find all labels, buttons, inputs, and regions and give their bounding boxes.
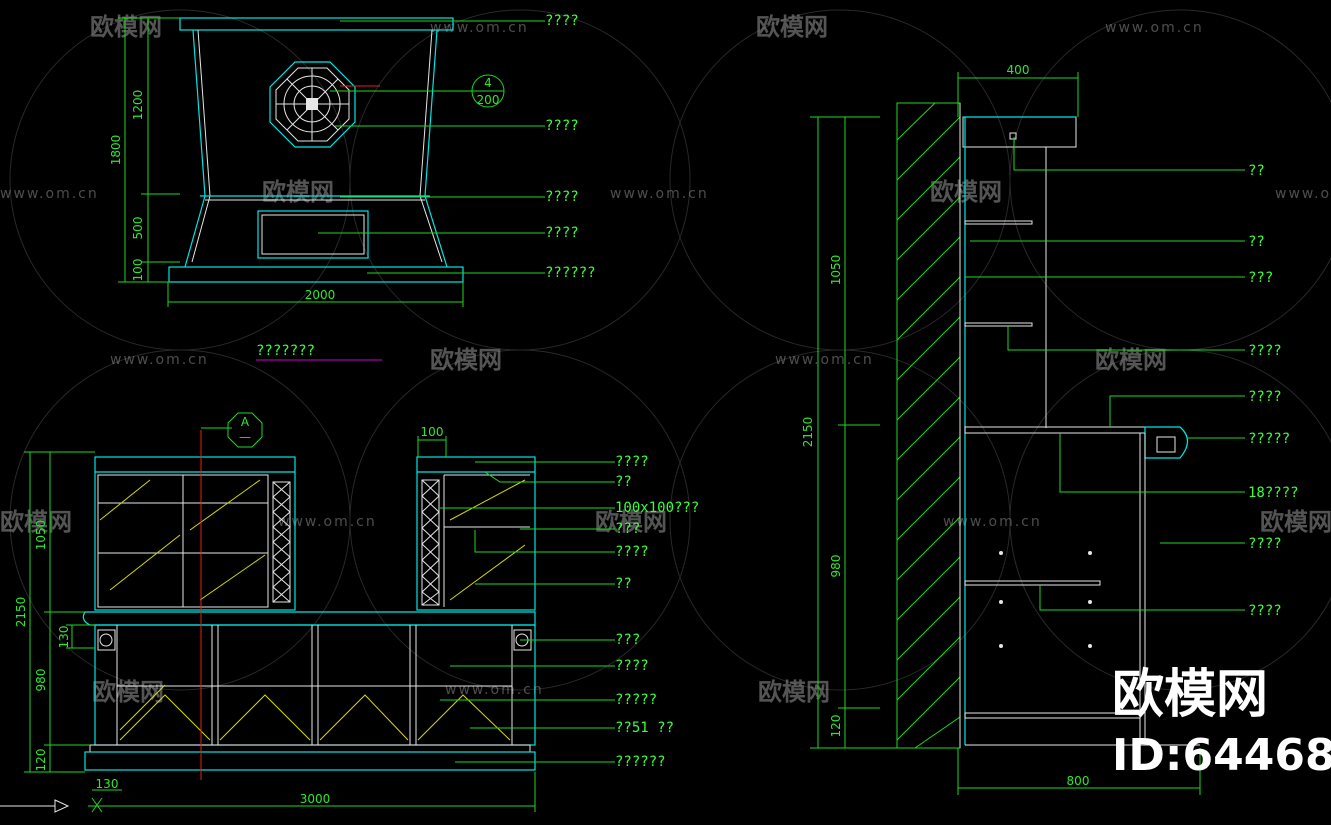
lattice-strip-left	[272, 481, 291, 603]
section-label-8: ????	[1248, 536, 1282, 552]
section-counter	[964, 426, 1146, 434]
bottom-label-5: ????	[615, 544, 649, 560]
svg-text:4: 4	[484, 76, 492, 90]
section-arrow	[0, 799, 70, 813]
watermark-brand-3: 欧模网	[262, 178, 334, 206]
watermark-brand-9: 欧模网	[92, 678, 164, 706]
desk-top-slab	[179, 17, 454, 31]
brand-logo: 欧模网	[1112, 665, 1268, 725]
detail-callout-4: 4 200	[471, 74, 505, 108]
section-label-1: ??	[1248, 163, 1265, 179]
section-callout-a: A —	[227, 412, 263, 448]
section-label-2: ??	[1248, 234, 1265, 250]
top-elevation: 4 200 ???? ???? ???? ???? ?????? 1800	[109, 13, 596, 307]
dim-100: 100	[131, 259, 145, 282]
watermark-brand-10: 欧模网	[758, 678, 830, 706]
bottom-label-10: ??51 ??	[615, 720, 674, 736]
cabinet-plinth	[84, 751, 536, 771]
bottom-label-11: ??????	[615, 754, 666, 770]
watermark-url-3: www.om.cn	[0, 186, 99, 202]
dim-800: 800	[1067, 774, 1090, 788]
desk-plinth	[168, 266, 464, 283]
watermark-brand-2: 欧模网	[756, 13, 828, 41]
bottom-label-7: ???	[615, 632, 640, 648]
top-label-4: ????	[545, 225, 579, 241]
desk-left-side	[184, 29, 206, 268]
svg-text:—: —	[239, 430, 251, 444]
dim-3000: 3000	[300, 792, 331, 806]
upper-right-cabinet	[416, 456, 536, 611]
upper-left-cabinet	[94, 456, 296, 611]
dim-2150-left: 2150	[14, 597, 28, 628]
desk-panel	[257, 210, 369, 259]
bottom-elevation: A — ???? ?? 100x100??? ??? ???? ?? ??? ?…	[0, 412, 699, 813]
dim-1200: 1200	[131, 90, 145, 121]
dim-500: 500	[131, 217, 145, 240]
desk-right-side	[424, 29, 448, 268]
dim-120-left: 120	[34, 749, 48, 772]
bottom-label-3: 100x100???	[615, 500, 699, 516]
bottom-label-6: ??	[615, 576, 632, 592]
watermark-brand-11: 欧模网	[0, 508, 72, 536]
section-label-9: ????	[1248, 603, 1282, 619]
dim-2000: 2000	[305, 288, 336, 302]
watermark-brand-8: 欧模网	[1260, 508, 1331, 536]
counter-top	[82, 611, 536, 626]
top-box	[962, 116, 1077, 148]
watermark-url-7: www.om.cn	[775, 352, 874, 368]
section-label-6: ?????	[1248, 431, 1290, 447]
dim-2150-section: 2150	[801, 417, 815, 448]
dim-400: 400	[1007, 63, 1030, 77]
watermark-brand-4: 欧模网	[930, 178, 1002, 206]
watermark-url-9: www.om.cn	[943, 514, 1042, 530]
dim-130-counter: 130	[57, 626, 71, 649]
watermark-url-2: www.om.cn	[1105, 20, 1204, 36]
watermark-url-6: www.om.cn	[110, 352, 209, 368]
brand-overlay: 欧模网 ID:644686	[1112, 665, 1331, 781]
watermark-url-5: www.om.cn	[1275, 186, 1331, 202]
watermark-url-4: www.om.cn	[610, 186, 709, 202]
watermark-brand-6: 欧模网	[1095, 346, 1167, 374]
dim-980-section: 980	[829, 555, 843, 578]
watermark-url-1: www.om.cn	[430, 20, 529, 36]
dim-100-col: 100	[421, 425, 444, 439]
bottom-label-8: ????	[615, 658, 649, 674]
octagon-ornament	[269, 61, 356, 148]
watermark-url-8: www.om.cn	[278, 514, 377, 530]
bottom-label-1: ????	[615, 454, 649, 470]
section-label-3: ???	[1248, 270, 1273, 286]
wall-hatch	[896, 102, 961, 749]
dim-120-section: 120	[829, 715, 843, 738]
dim-130-side: 130	[96, 777, 119, 791]
brand-id: ID:644686	[1112, 730, 1331, 781]
section-view: ?? ?? ??? ???? ???? ????? 18???? ???? ??…	[801, 63, 1299, 795]
section-label-5: ????	[1248, 389, 1282, 405]
top-label-2: ????	[545, 118, 579, 134]
svg-text:A: A	[241, 415, 250, 429]
section-title: ???????	[256, 343, 315, 359]
section-label-4: ????	[1248, 343, 1282, 359]
bottom-label-9: ?????	[615, 692, 657, 708]
top-label-3: ????	[545, 189, 579, 205]
bottom-label-2: ??	[615, 474, 632, 490]
dim-980-left: 980	[34, 669, 48, 692]
top-label-5: ??????	[545, 265, 596, 281]
dim-1050-section: 1050	[829, 255, 843, 286]
section-label-7: 18????	[1248, 485, 1299, 501]
watermark-brand-1: 欧模网	[90, 13, 162, 41]
dim-1050-left: 1050	[34, 520, 48, 551]
bottom-label-4: ???	[615, 521, 640, 537]
svg-text:200: 200	[477, 93, 500, 107]
lattice-strip-right	[421, 479, 440, 606]
dim-1800: 1800	[109, 135, 123, 166]
watermark-brand-7: 欧模网	[595, 508, 667, 536]
watermark-url-10: www.om.cn	[445, 682, 544, 698]
watermark-brand-5: 欧模网	[430, 346, 502, 374]
top-label-1: ????	[545, 13, 579, 29]
